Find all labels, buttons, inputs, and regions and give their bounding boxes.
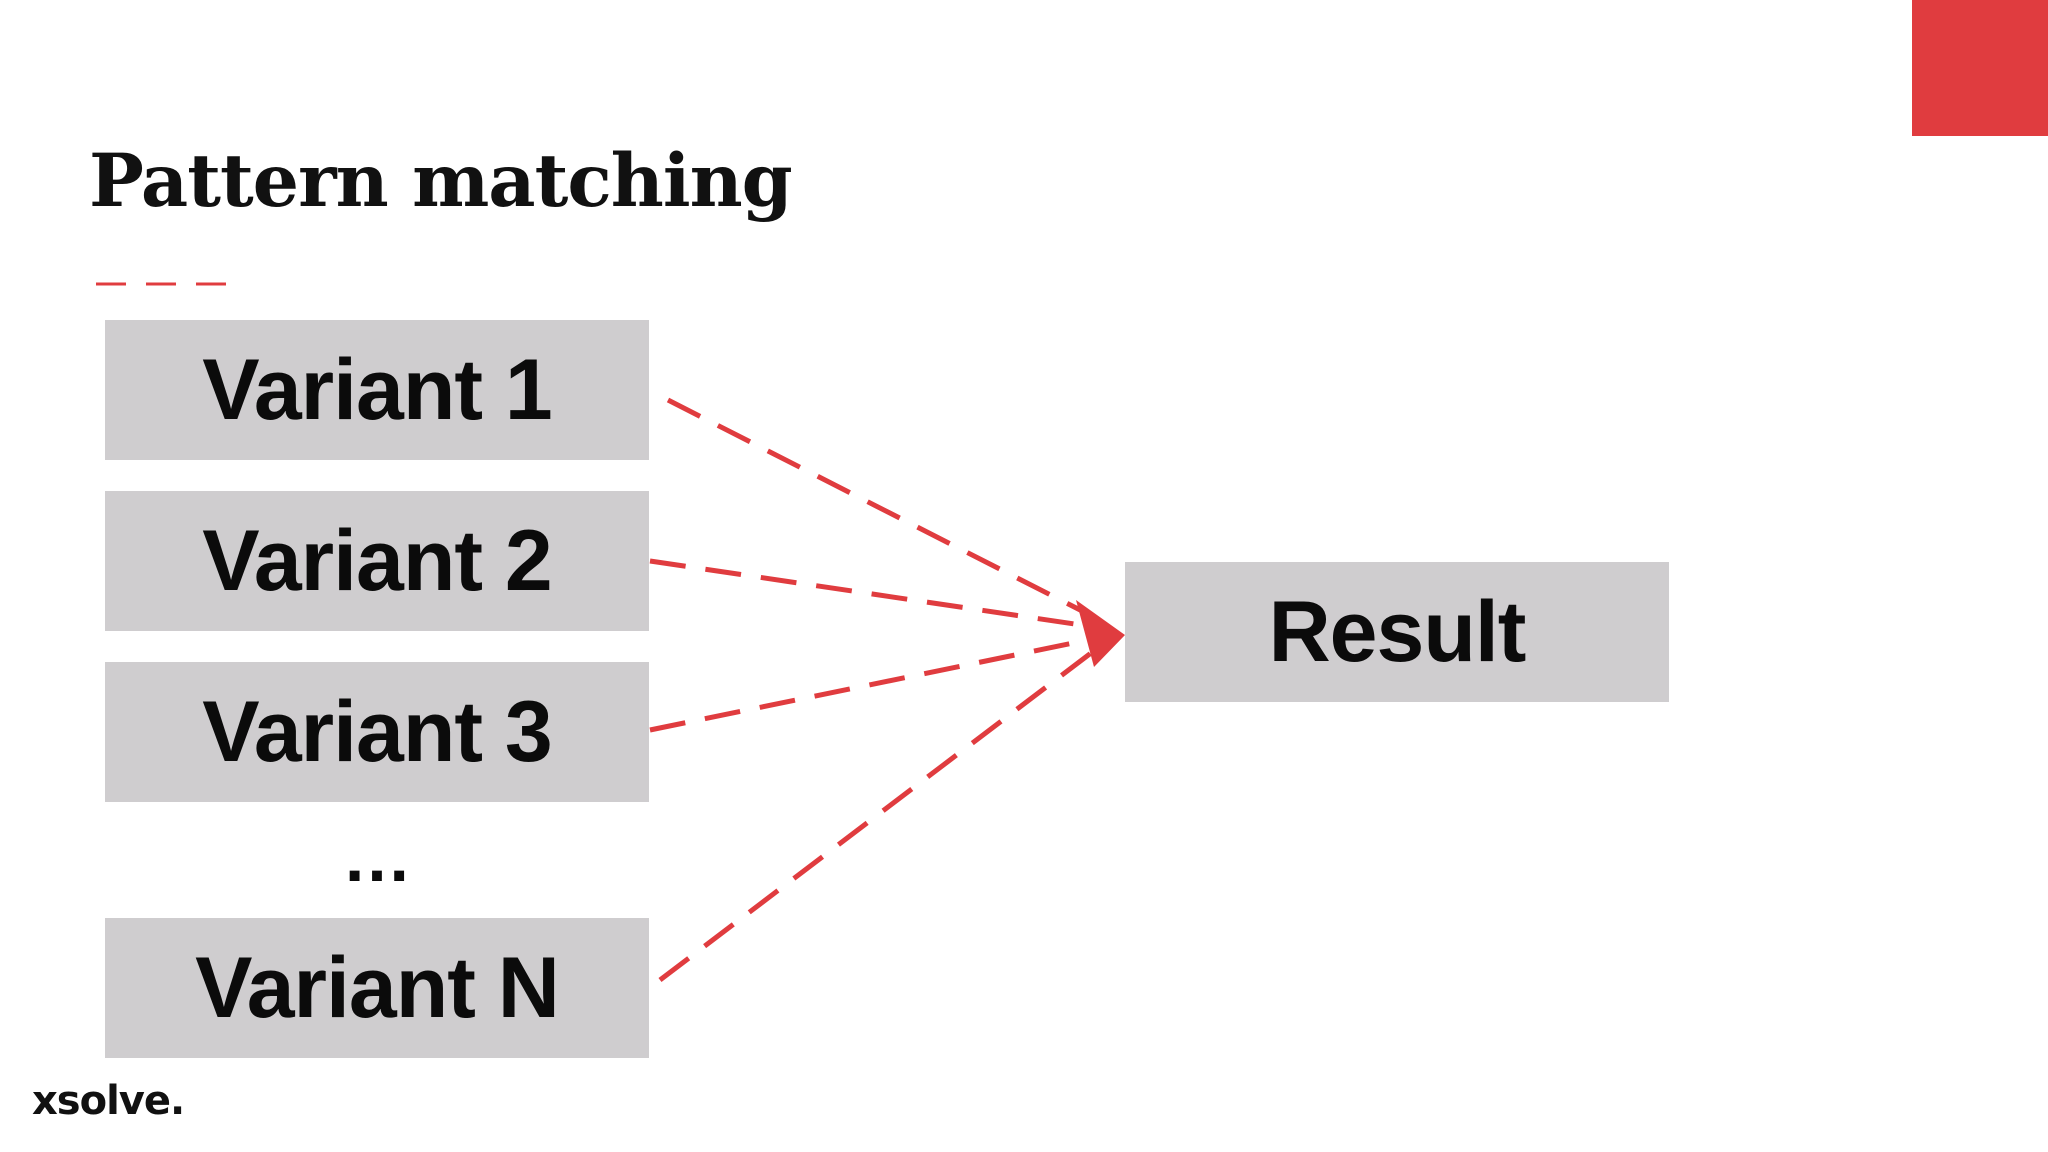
arrow-from-variant-3 [649,637,1089,733]
arrow-from-variant-1 [666,397,1090,617]
variant-label: Variant 3 [202,683,553,780]
arrow-from-variant-n [658,648,1097,982]
result-box: Result [1125,562,1669,702]
result-label: Result [1268,583,1527,680]
variant-label: Variant 1 [202,341,553,438]
title-dashed-underline [96,282,226,286]
variant-label: Variant N [195,939,560,1036]
xsolve-logo: xsolve. [32,1078,185,1124]
slide-title: Pattern matching [89,138,793,224]
corner-accent-square [1912,0,2048,136]
variant-box-1: Variant 1 [105,320,649,460]
arrow-from-variant-2 [649,558,1089,629]
variant-box-2: Variant 2 [105,491,649,631]
variant-box-3: Variant 3 [105,662,649,802]
arrowhead [1076,600,1125,667]
variant-label: Variant 2 [202,512,553,609]
variant-box-n: Variant N [105,918,649,1058]
ellipsis: … [342,818,412,896]
